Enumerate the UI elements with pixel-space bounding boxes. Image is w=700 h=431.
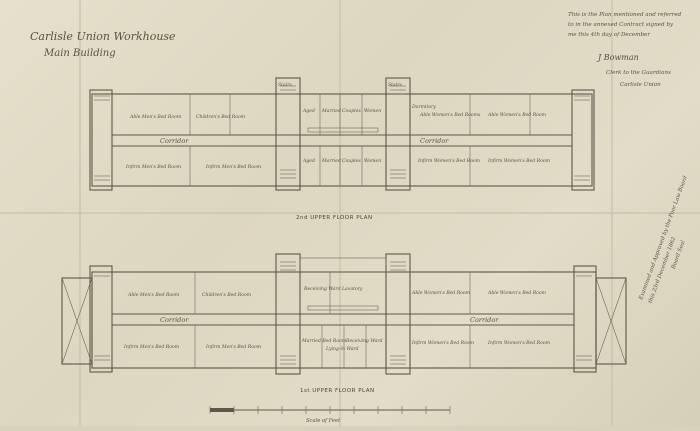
upper-room-top-4: Married	[321, 108, 341, 114]
upper-room-bottom-8: Infirm Women's Bed Room	[487, 158, 551, 164]
approval-line-1: This is the Plan mentioned and referred	[568, 12, 682, 18]
title-line2: Main Building	[43, 48, 116, 59]
upper-right-wing	[571, 89, 595, 191]
approval-role-1: Clerk to the Guardians	[606, 70, 671, 76]
approval-line-3: me this 4th day of December	[568, 32, 650, 38]
lower-left-wing	[89, 265, 113, 373]
upper-stair-right	[385, 77, 411, 191]
upper-room-top-6: Women	[364, 108, 381, 114]
lower-room-top-3: Receiving Ward	[303, 286, 341, 292]
title-line1: Carlisle Union Workhouse	[30, 30, 176, 43]
lower-room-top-5: Able Women's Bed Room	[411, 290, 471, 296]
lower-room-top-1: Able Men's Bed Room	[127, 292, 180, 298]
upper-room-top-3: Aged	[302, 108, 315, 114]
lower-room-bottom-5: Receiving Ward	[345, 338, 383, 344]
upper-left-wing	[89, 89, 113, 191]
side-note-line1: Examined and Approved by the Poor Law Bo…	[638, 175, 689, 302]
upper-room-bottom-4: Married	[321, 158, 341, 164]
upper-stair-label-1: Stairs	[278, 82, 292, 88]
lower-plan-label: 1st UPPER FLOOR PLAN	[300, 388, 375, 394]
lower-room-bottom-1: Infirm Men's Bed Room	[123, 344, 180, 350]
side-note: Examined and Approved by the Poor Law Bo…	[638, 175, 689, 304]
upper-room-top-8: Able Women's Bed Rooms	[419, 112, 481, 118]
lower-room-top-2: Children's Bed Room	[202, 292, 252, 298]
approval-role-2: Carlisle Union	[620, 82, 661, 88]
upper-room-top-5: Couples	[342, 108, 361, 114]
upper-plan-label: 2nd UPPER FLOOR PLAN	[296, 215, 373, 221]
upper-corridor-left: Corridor	[160, 137, 189, 145]
upper-room-top-9: Able Women's Bed Room	[487, 112, 547, 118]
plan-upper: Able Men's Bed Room Children's Bed Room …	[89, 77, 595, 221]
lower-corridor-right: Corridor	[470, 316, 499, 324]
approval-line-2: to in the annexed Contract signed by	[568, 22, 674, 28]
lower-corridor-left: Corridor	[160, 316, 189, 324]
lower-stair-steps	[94, 261, 592, 365]
upper-room-bottom-3: Aged	[302, 158, 315, 164]
upper-room-bottom-6: Women	[364, 158, 381, 164]
upper-room-bottom-1: Infirm Men's Bed Room	[125, 164, 182, 170]
scale-caption: Scale of Feet	[306, 418, 341, 424]
lower-room-top-6: Able Women's Bed Room	[487, 290, 547, 296]
lower-room-bottom-6: Infirm Women's Bed Room	[411, 340, 475, 346]
lower-room-bottom-3: Married Bed Room	[301, 338, 347, 344]
lower-room-bottom-7: Infirm Women's Bed Room	[487, 340, 551, 346]
upper-room-top-2: Children's Bed Room	[196, 114, 246, 120]
lower-room-bottom-4: Lying-in Ward	[325, 346, 359, 352]
scale-solid-segment	[210, 408, 234, 412]
lower-room-bottom-2: Infirm Men's Bed Room	[205, 344, 262, 350]
plan-lower: Able Men's Bed Room Children's Bed Room …	[61, 253, 627, 394]
upper-room-top-7: Dormitory	[411, 104, 436, 110]
upper-stair-label-2: Stairs	[388, 82, 402, 88]
upper-room-bottom-7: Infirm Women's Bed Room	[417, 158, 481, 164]
lower-room-top-4: Lavatory	[341, 286, 363, 292]
upper-room-bottom-2: Infirm Men's Bed Room	[205, 164, 262, 170]
upper-outline	[91, 93, 593, 187]
upper-corridor-right: Corridor	[420, 137, 449, 145]
approval-signature: J Bowman	[596, 53, 639, 62]
lower-right-wing	[573, 265, 597, 373]
upper-room-bottom-5: Couples	[342, 158, 361, 164]
scale-bar	[209, 406, 451, 414]
upper-room-top-1: Able Men's Bed Room	[129, 114, 182, 120]
upper-stair-steps	[94, 85, 590, 181]
upper-stair-left	[275, 77, 301, 191]
